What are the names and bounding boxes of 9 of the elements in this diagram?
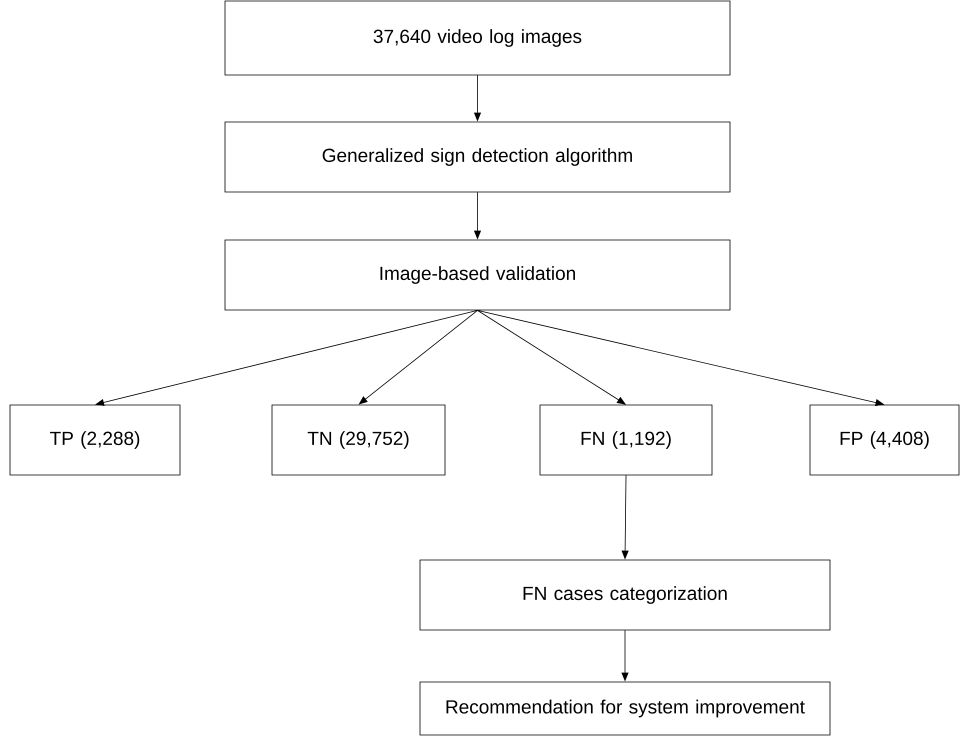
process-box: Generalized sign detection algorithm — [224, 122, 730, 192]
process-box: 37,640 video log images — [224, 0, 730, 76]
process-box: Recommendation for system improvement — [420, 682, 830, 736]
process-box: TP (2,288) — [10, 404, 180, 476]
process-box: TN (29,752) — [272, 404, 446, 476]
process-box: Image-based validation — [224, 240, 730, 310]
process-box: FN cases categorization — [420, 560, 830, 630]
process-box: FN (1,192) — [540, 404, 712, 476]
process-box: FP (4,408) — [810, 404, 960, 476]
